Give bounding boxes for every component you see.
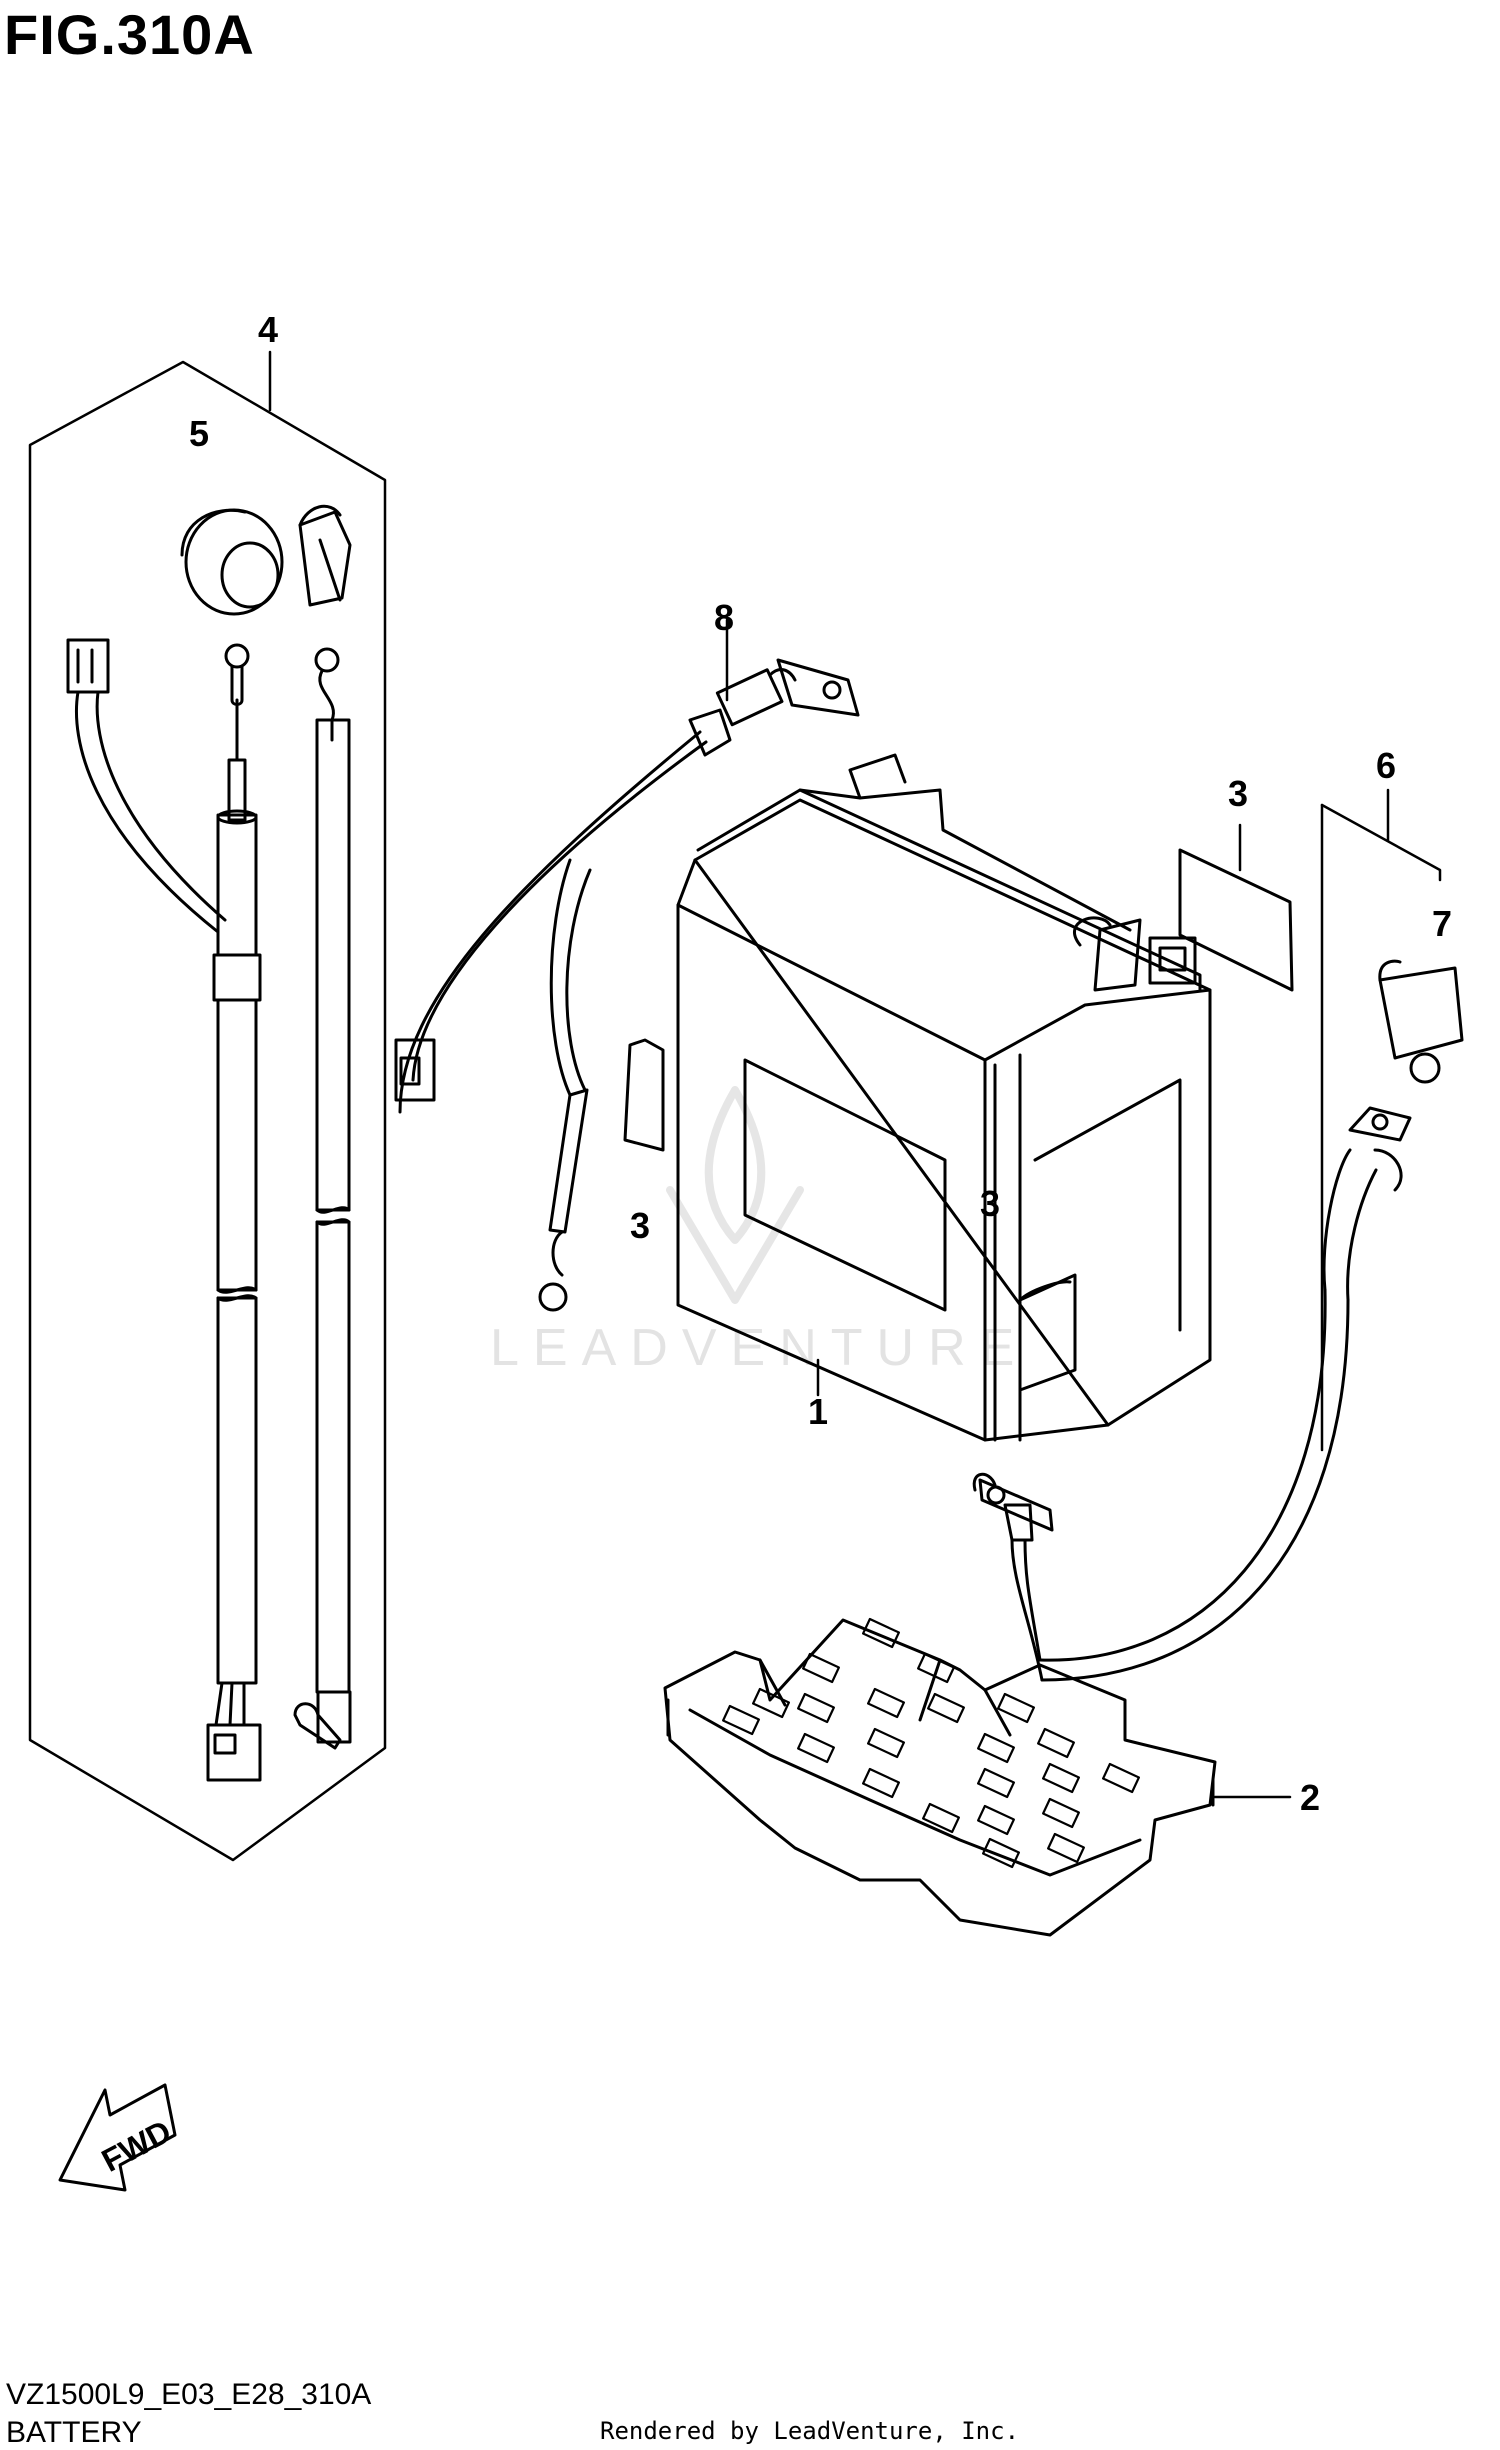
diagram-code: VZ1500L9_E03_E28_310A	[6, 2378, 372, 2411]
battery-pad-top-part	[1178, 823, 1294, 992]
fwd-label: FWD	[96, 2113, 177, 2179]
wiring-harness-part	[66, 638, 352, 1782]
callout-7-terminal-cover[interactable]: 7	[1432, 903, 1452, 944]
callout-1-battery[interactable]: 1	[808, 1391, 828, 1432]
callout-3-pad-top[interactable]: 3	[1228, 773, 1248, 814]
battery-tray-part	[663, 1617, 1292, 1937]
battery-part	[623, 753, 1212, 1442]
callout-3-pad-left[interactable]: 3	[630, 1205, 650, 1246]
section-name: BATTERY	[6, 2416, 142, 2449]
positive-cable-part	[394, 618, 860, 1312]
rendered-by-credit: Rendered by LeadVenture, Inc.	[600, 2417, 1020, 2445]
callout-3-pad-right[interactable]: 3	[980, 1183, 1000, 1224]
forward-direction-arrow	[58, 2083, 177, 2192]
harness-cap-part	[180, 504, 352, 616]
callout-4-wiring-harness[interactable]: 4	[258, 309, 278, 350]
negative-cable-part	[972, 788, 1464, 1682]
callout-6-negative-cable-set[interactable]: 6	[1376, 745, 1396, 786]
watermark: LEADVENTURE	[490, 1086, 1028, 1377]
watermark-text: LEADVENTURE	[490, 1319, 1028, 1377]
figure-title: FIG.310A	[4, 3, 255, 66]
callout-2-battery-tray[interactable]: 2	[1300, 1777, 1320, 1818]
callout-5-harness-cap[interactable]: 5	[189, 413, 209, 454]
callout-8-positive-cable[interactable]: 8	[714, 597, 734, 638]
harness-group-frame	[28, 350, 387, 1862]
